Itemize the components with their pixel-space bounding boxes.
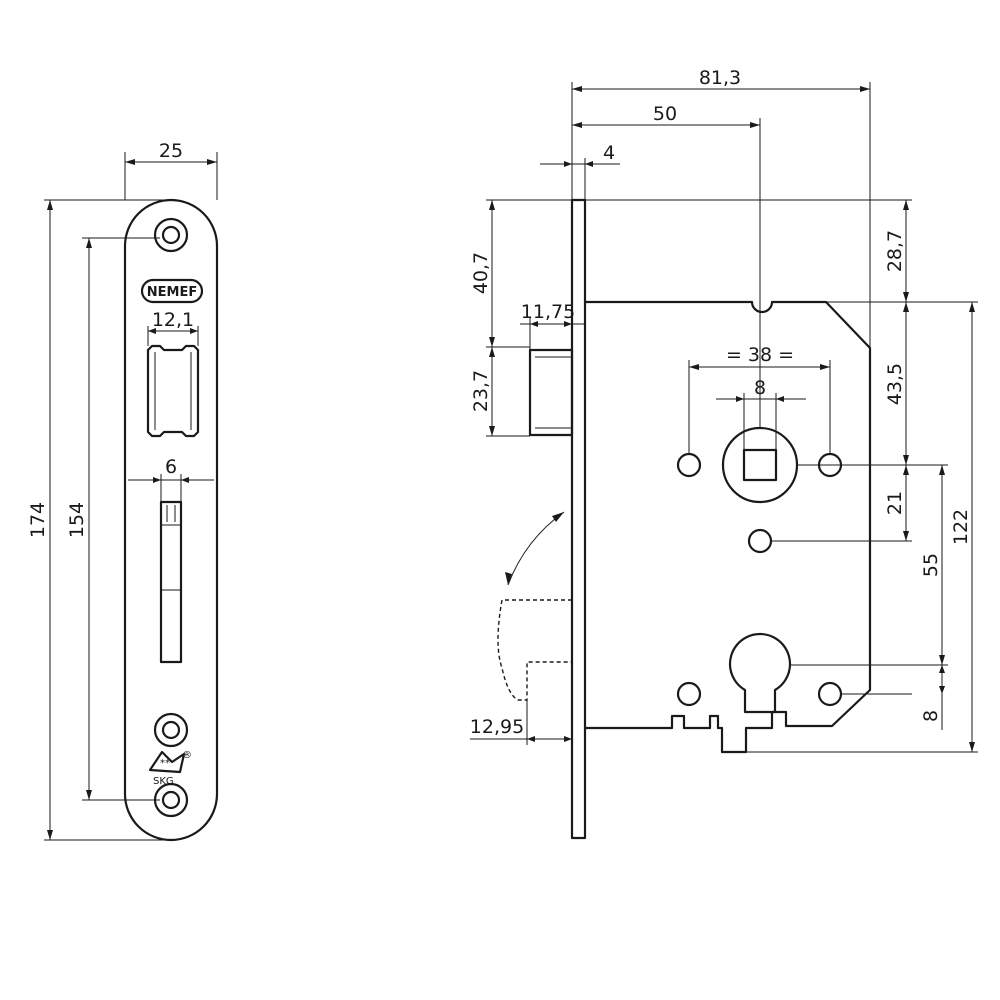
dim-label-50: 50 bbox=[653, 103, 677, 125]
dim-bolt-throw: 12,95 bbox=[470, 700, 572, 745]
swing-arrow bbox=[507, 511, 565, 586]
dim-label-12-95: 12,95 bbox=[470, 716, 524, 738]
dim-label-174: 174 bbox=[27, 502, 49, 538]
dim-case-height: 122 bbox=[950, 302, 975, 752]
dim-label-122: 122 bbox=[950, 509, 972, 545]
dim-forend-thickness: 4 bbox=[540, 142, 620, 200]
dim-label-12-1: 12,1 bbox=[152, 309, 194, 331]
dim-label-154: 154 bbox=[66, 502, 88, 538]
dim-label-55: 55 bbox=[920, 553, 942, 577]
latch-side bbox=[528, 348, 574, 437]
fixing-hole-mid bbox=[747, 528, 773, 554]
dim-label-4: 4 bbox=[603, 142, 615, 164]
dim-to-latch: 40,7 bbox=[470, 199, 572, 348]
dim-hole-spacing: 154 bbox=[66, 237, 160, 801]
dim-follower-square: 8 bbox=[716, 377, 806, 450]
dim-label-8-bottom: 8 bbox=[920, 710, 942, 722]
bolt-opening bbox=[159, 500, 183, 664]
dim-case-to-follower: 43,5 bbox=[884, 302, 909, 465]
faceplate-view: NEMEF ** ® SKG bbox=[27, 140, 219, 842]
lock-case-outline bbox=[583, 300, 872, 754]
registered-mark: ® bbox=[182, 750, 192, 761]
dim-faceplate-width: 25 bbox=[124, 140, 218, 200]
dim-label-40-7: 40,7 bbox=[470, 252, 492, 294]
dim-latch-projection: 11,75 bbox=[520, 301, 585, 350]
brand-label: NEMEF bbox=[147, 285, 197, 300]
dim-faceplate-height: 174 bbox=[27, 199, 171, 841]
dim-label-43-5: 43,5 bbox=[884, 363, 906, 405]
dim-label-6: 6 bbox=[165, 456, 177, 478]
dim-latch-width: 12,1 bbox=[147, 309, 199, 346]
follower-hub bbox=[721, 426, 799, 504]
dim-label-81-3: 81,3 bbox=[699, 67, 741, 89]
lock-body-view: 81,3 50 4 40,7 bbox=[470, 67, 978, 840]
fixing-hole-lower-right bbox=[817, 681, 843, 707]
mid-screw-hole bbox=[153, 712, 189, 748]
forend-edge bbox=[570, 198, 587, 840]
skg-mark: ** ® SKG bbox=[148, 750, 192, 787]
dim-latch-height: 23,7 bbox=[470, 347, 530, 437]
dim-backset: 50 bbox=[572, 103, 761, 302]
brand-logo: NEMEF bbox=[140, 278, 204, 304]
dim-cylinder-offset: 8 bbox=[920, 665, 945, 730]
dim-overall-depth: 81,3 bbox=[571, 67, 871, 348]
dim-follower-to-cylinder: 55 bbox=[920, 465, 945, 665]
top-screw-hole bbox=[153, 217, 189, 253]
dim-follower-to-mid: 21 bbox=[884, 465, 909, 541]
fixing-hole-left bbox=[676, 452, 702, 478]
dim-label-23-7: 23,7 bbox=[470, 370, 492, 412]
dim-label-28-7: 28,7 bbox=[884, 230, 906, 272]
skg-label: SKG bbox=[153, 776, 174, 787]
dim-top-to-case: 28,7 bbox=[884, 200, 909, 302]
dim-label-25: 25 bbox=[159, 140, 183, 162]
dim-label-11-75: 11,75 bbox=[521, 301, 575, 323]
dim-label-21: 21 bbox=[884, 491, 906, 515]
latch-opening bbox=[146, 344, 200, 438]
bolt-retracted bbox=[497, 599, 572, 701]
cylinder-cutout bbox=[728, 633, 792, 714]
fixing-hole-lower-left bbox=[676, 681, 702, 707]
skg-stars: ** bbox=[160, 758, 170, 769]
dim-bolt-width: 6 bbox=[128, 456, 214, 502]
